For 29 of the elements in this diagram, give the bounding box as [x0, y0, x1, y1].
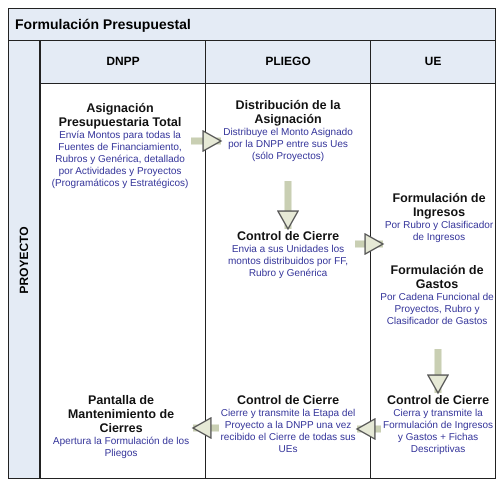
row-label: PROYECTO: [17, 226, 31, 294]
task-description: Apertura la Formulación de los Pliegos: [52, 436, 190, 460]
task-description: Cierra y transmite la Formulación de Ingresos y Gastos + Fichas Descriptivas: [382, 408, 494, 456]
block-arrow: [192, 417, 219, 439]
task-description: Envia a sus Unidades los montos distribuidos por FF, Rubro y Genérica: [226, 244, 350, 280]
task-description: Por Rubro y Clasificador de Ingresos: [384, 220, 494, 244]
task-description: Por Cadena Funcional de Proyectos, Rubro y Clasificador de Gastos: [379, 292, 495, 328]
lane-header: UE: [424, 53, 442, 70]
swimlane: [40, 40, 206, 479]
task-title: Pantalla de Mantenimiento de Cierres: [66, 393, 176, 435]
task-title: Asignación Presupuestaria Total: [58, 101, 182, 129]
lane-header: DNPP: [105, 53, 141, 70]
task-description: Distribuye el Monto Asignado por la DNPP entre sus Ues (sólo Proyectos): [222, 127, 354, 163]
block-arrow: [356, 418, 381, 440]
block-arrow: [191, 130, 222, 152]
block-arrow: [355, 233, 384, 255]
task-title: Distribución de la Asignación: [234, 98, 342, 126]
row-band: [8, 40, 40, 479]
task-title: Control de Cierre: [386, 393, 490, 407]
block-arrow: [277, 181, 299, 230]
task-title: Formulación de Ingresos: [391, 191, 487, 219]
task-description: Cierre y transmite la Etapa del Proyecto a la DNPP una vez recibido el Cierre de todas sus UEs: [219, 408, 357, 456]
task-title: Control de Cierre: [236, 393, 340, 407]
lane-header: PLIEGO: [264, 53, 312, 70]
task-title: Formulación de Gastos: [389, 263, 485, 291]
task-title: Control de Cierre: [236, 229, 340, 243]
title-bar: Formulación Presupuestal: [8, 8, 496, 41]
task-description: Envía Montos para todas la Fuentes de Financiamiento, Rubros y Genérica, detallado por Actividades y Proyectos (Programáticos y Estratégicos): [50, 130, 190, 190]
block-arrow: [427, 349, 449, 394]
